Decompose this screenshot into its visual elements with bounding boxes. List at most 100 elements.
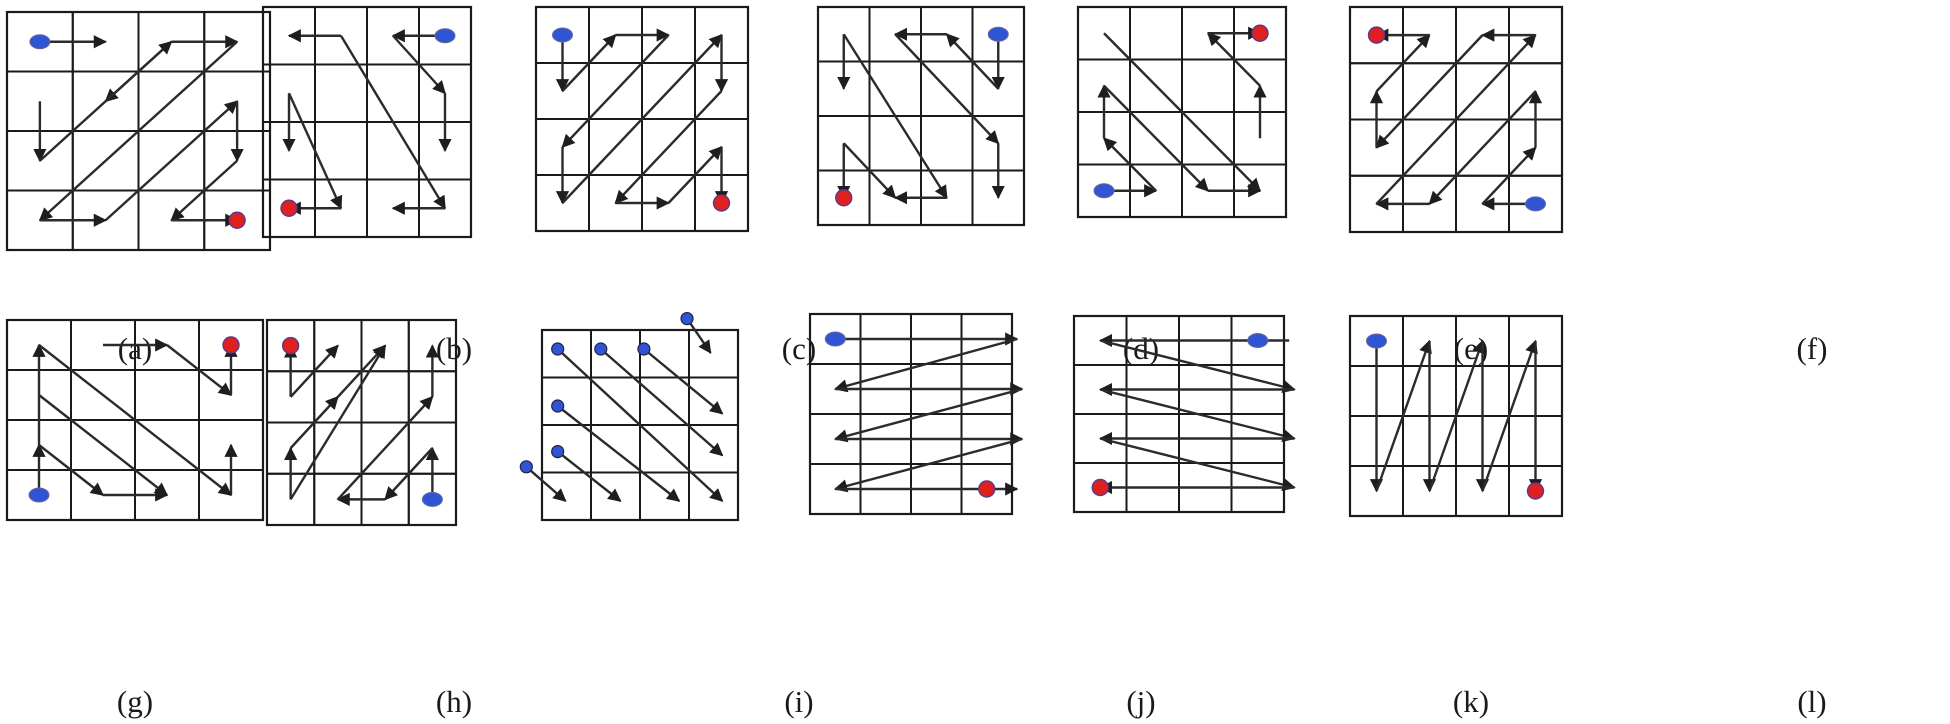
end-dot [280,199,298,217]
grid-border [5,10,272,252]
caption-h: (h) [436,684,472,719]
end-dot [281,336,300,355]
grid-border [534,5,750,233]
start-dot [824,331,846,347]
panel-f: (f) [1348,5,1827,366]
scan-arrow [833,437,1023,493]
grid-cell [688,329,739,379]
grid-cell [639,376,690,426]
scan-arrow [289,344,387,501]
start-dot [28,487,50,503]
scan-arrow [556,348,724,502]
grid-border [1076,5,1288,219]
panel-a: (a) [5,10,272,366]
start-dot [551,342,565,356]
path-b [280,28,456,217]
panel-b: (b) [261,5,473,366]
start-dot [1525,196,1546,212]
path-h [281,336,443,507]
start-dot [434,28,456,44]
scan-arrow [289,395,339,449]
grid-border [5,318,265,522]
end-dot [1251,24,1269,42]
path-j [824,331,1024,498]
scan-arrow [556,450,622,502]
caption-l: (l) [1797,684,1826,719]
scan-arrow [643,348,724,415]
scan-arrow [392,34,446,95]
scan-arrow [894,33,1000,145]
caption-i: (i) [784,684,813,719]
panel-c: (c) [534,5,816,366]
scan-arrow [1375,34,1537,205]
grid-cell [920,115,974,172]
grid-cell [688,376,739,426]
grid-border [540,328,740,522]
end-dot [1091,478,1109,497]
scan-arrow [38,394,169,496]
grid-cell [360,370,410,424]
grid-border [816,5,1026,227]
scan-arrow [686,317,712,354]
panel-j: (j) [808,312,1156,719]
scan-arrow [339,35,447,210]
panel-k: (k) [1072,314,1489,719]
scan-arrow [525,465,567,502]
scan-arrow [287,92,343,210]
scan-arrow [38,40,238,222]
scan-arrow [104,100,239,222]
panel-d: (d) [816,5,1159,366]
scan-arrow [945,33,1000,90]
start-dot [552,27,573,43]
scan-arrow [38,444,105,496]
path-l [1366,333,1545,500]
scan-arrow [556,405,681,502]
scan-arrow [1481,146,1537,205]
scan-arrow [1103,84,1209,192]
end-dot [978,480,996,498]
scan-arrow [166,344,233,396]
scan-arrow [667,146,723,204]
start-dot [29,34,51,50]
caption-j: (j) [1126,684,1155,719]
path-f [1367,26,1546,212]
start-dot [519,460,533,474]
grid-cell [541,471,592,521]
start-dot [637,342,651,356]
path-k [1091,333,1296,497]
scan-arrow [600,348,724,457]
scan-arrow [1103,137,1157,192]
start-dot [594,342,608,356]
start-dot [1366,333,1387,349]
caption-k: (k) [1453,684,1489,719]
scan-arrow [1207,32,1261,87]
scan-arrow [1099,388,1296,442]
panel-g: (g) [5,318,265,719]
start-dot [987,26,1009,42]
grid-i [540,328,740,522]
scan-arrow [1481,339,1538,492]
end-dot [228,211,246,229]
scan-arrow [561,34,617,92]
grid-cell [541,424,592,474]
scan-arrow [614,90,723,204]
scan-arrow [1099,437,1296,491]
end-dot [712,194,731,212]
caption-g: (g) [117,684,153,719]
scan-arrow [38,344,233,496]
scan-arrow [842,33,948,199]
end-dot [835,189,853,207]
path-e [1093,24,1269,199]
scan-arrow [1428,339,1485,492]
caption-b: (b) [436,331,472,366]
scan-arrow [289,344,339,398]
grid-cell [1181,58,1235,113]
grid-cell [639,471,690,521]
panel-l: (l) [1348,314,1827,719]
start-dot [551,445,565,459]
path-a [29,34,246,229]
grid-border [261,5,473,239]
scan-arrow [170,159,238,222]
grid-cell [541,376,592,426]
